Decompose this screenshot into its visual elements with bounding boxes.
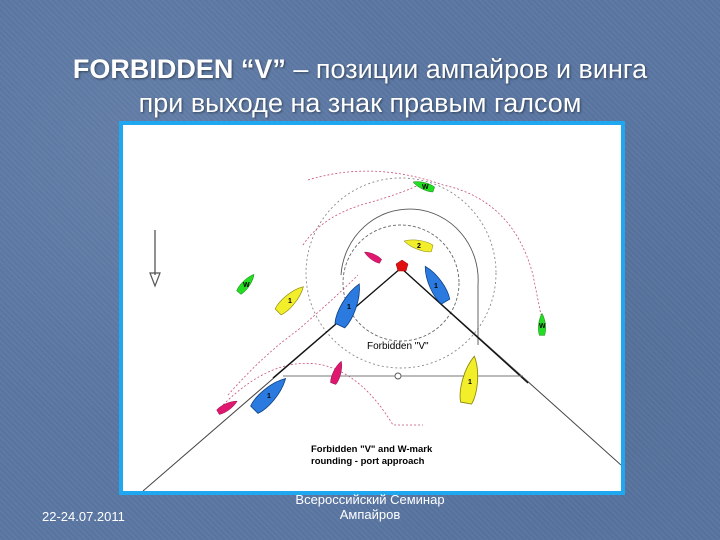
rounding-diagram: W W W 2 1 1 bbox=[142, 170, 621, 491]
title-bold-part: FORBIDDEN “V” bbox=[72, 54, 286, 84]
boat-magenta-top bbox=[362, 249, 383, 265]
title-line-1: FORBIDDEN “V” – позиции ампайров и винга bbox=[0, 52, 720, 86]
boat-w-left: W bbox=[235, 271, 258, 296]
title-line-2: при выходе на знак правым галсом bbox=[138, 88, 582, 118]
diagram-frame: W W W 2 1 1 bbox=[119, 121, 625, 495]
svg-text:1: 1 bbox=[347, 304, 351, 311]
rounding-track bbox=[340, 208, 479, 345]
footer-organization: Всероссийский Семинар Ампайров bbox=[250, 492, 490, 522]
magenta-track bbox=[222, 362, 423, 426]
boat-yellow-left: 1 bbox=[273, 281, 309, 317]
v-line-right-solid bbox=[400, 267, 529, 384]
footer-date: 22-24.07.2011 bbox=[42, 509, 125, 524]
boat-blue-top: 1 bbox=[332, 280, 367, 330]
svg-text:1: 1 bbox=[434, 283, 438, 290]
inner-zone-circle bbox=[342, 224, 460, 342]
title-rest-part: – позиции ампайров и винга bbox=[285, 54, 648, 84]
wind-arrow-icon bbox=[149, 230, 161, 288]
reference-point bbox=[394, 372, 402, 380]
w-track-top bbox=[302, 182, 424, 246]
boat-w-top: W bbox=[411, 178, 436, 194]
boat-magenta-low bbox=[215, 397, 240, 416]
footer-org-line-2: Ампайров bbox=[339, 507, 401, 522]
outer-zone-circle bbox=[305, 177, 497, 369]
blue-track bbox=[227, 274, 359, 396]
boat-blue-low: 1 bbox=[248, 372, 292, 416]
svg-text:W: W bbox=[243, 282, 250, 289]
caption-line-1: Forbidden "V" and W-mark bbox=[311, 444, 433, 455]
caption-line-2: rounding - port approach bbox=[311, 456, 425, 467]
svg-text:W: W bbox=[539, 323, 546, 330]
svg-text:W: W bbox=[422, 184, 429, 191]
svg-text:2: 2 bbox=[417, 243, 421, 250]
boat-yellow-right: 1 bbox=[457, 354, 483, 406]
forbidden-v-label: Forbidden "V" bbox=[367, 341, 429, 352]
svg-text:1: 1 bbox=[468, 379, 472, 386]
boat-blue-right: 1 bbox=[418, 262, 453, 306]
svg-text:1: 1 bbox=[288, 298, 292, 305]
mark-icon bbox=[395, 259, 409, 272]
svg-text:1: 1 bbox=[267, 393, 271, 400]
footer-org-line-1: Всероссийский Семинар bbox=[295, 492, 445, 507]
w-track-right bbox=[307, 170, 542, 316]
boat-yellow-top: 2 bbox=[402, 235, 434, 254]
slide-title: FORBIDDEN “V” – позиции ампайров и винга… bbox=[0, 52, 720, 120]
boat-w-right: W bbox=[538, 312, 546, 336]
